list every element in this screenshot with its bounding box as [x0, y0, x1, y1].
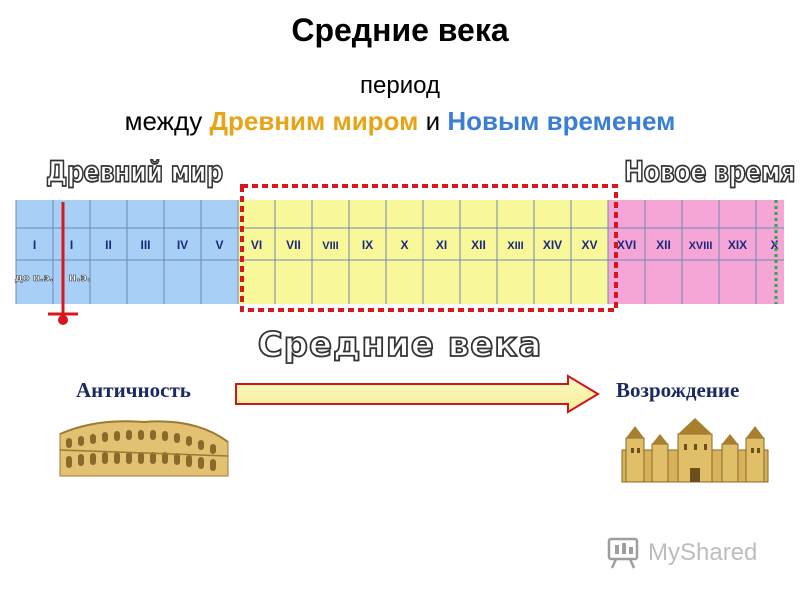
- century-label: VIII: [322, 240, 339, 252]
- antiquity-label: Античность: [76, 378, 191, 402]
- renaissance-label: Возрождение: [616, 378, 740, 402]
- century-label: XI: [436, 238, 447, 252]
- era-mark-ad: н.э.: [69, 271, 91, 284]
- subtitle-ancient: Древним миром: [209, 106, 419, 136]
- century-label: XVI: [617, 238, 636, 252]
- century-label: VI: [251, 238, 262, 252]
- watermark: MyShared: [606, 536, 757, 570]
- subtitle-modern: Новым временем: [447, 106, 676, 136]
- modern-time-label: Новое время: [623, 154, 796, 189]
- subtitle-prefix: между: [124, 106, 210, 136]
- modern-segment: [608, 200, 784, 304]
- subtitle-middle: и: [418, 106, 448, 136]
- century-label: XVIII: [689, 240, 713, 252]
- century-label: XII: [656, 238, 671, 252]
- myshared-logo-icon: [607, 537, 639, 569]
- watermark-text: MyShared: [648, 539, 758, 566]
- century-label: IX: [362, 238, 373, 252]
- colosseum-image: [59, 420, 229, 477]
- century-label: IV: [177, 238, 188, 252]
- century-label: III: [140, 238, 150, 252]
- century-label: XIX: [728, 238, 747, 252]
- century-label: V: [215, 238, 223, 252]
- century-label: VII: [286, 238, 301, 252]
- subtitle-line2: между Древним миром и Новым временем: [0, 106, 800, 137]
- era-mark-bc: до н.э.: [15, 273, 54, 284]
- century-label: XIII: [507, 240, 524, 252]
- century-label: XV: [581, 238, 597, 252]
- zero-marker-dot: [58, 315, 68, 325]
- middle-ages-highlight: [240, 184, 618, 312]
- page-title: Средние века: [291, 12, 509, 48]
- century-label: X: [400, 238, 408, 252]
- arrow-icon: [235, 374, 600, 414]
- castle-image: [621, 418, 769, 483]
- century-label: XIV: [543, 238, 562, 252]
- century-label: XII: [471, 238, 486, 252]
- century-label: I: [33, 238, 36, 252]
- subtitle-line1: период: [360, 72, 440, 99]
- century-label: I: [70, 238, 73, 252]
- middle-ages-label: Средние века: [257, 324, 543, 366]
- century-label: II: [105, 238, 112, 252]
- ancient-world-label: Древний мир: [45, 154, 224, 189]
